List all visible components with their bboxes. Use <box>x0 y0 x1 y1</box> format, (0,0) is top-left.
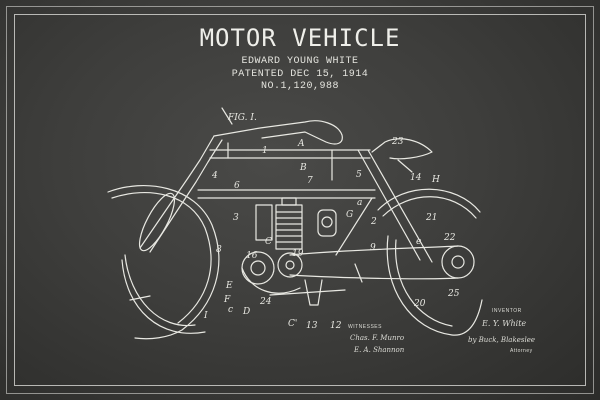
svg-text:5: 5 <box>356 170 362 180</box>
signature-block: WITNESSES Chas. F. Munro E. A. Shannon I… <box>348 308 535 354</box>
handlebar <box>213 120 343 145</box>
svg-text:A: A <box>297 139 305 149</box>
svg-text:7: 7 <box>307 176 313 186</box>
seat <box>371 138 433 160</box>
witness-signature-1: Chas. F. Munro <box>350 334 404 342</box>
inventor-label: INVENTOR <box>492 308 522 314</box>
attorney-label: Attorney <box>510 348 533 354</box>
front-wheel <box>124 254 196 327</box>
witness-signature-2: E. A. Shannon <box>353 346 405 354</box>
fig-label: FIG. I. <box>227 113 257 123</box>
svg-text:B: B <box>299 163 307 173</box>
svg-text:c: c <box>228 305 233 315</box>
rear-wheel <box>386 235 483 336</box>
outer-frame <box>6 6 594 394</box>
svg-text:22: 22 <box>443 233 456 243</box>
svg-text:23: 23 <box>391 137 404 147</box>
svg-text:8: 8 <box>216 245 222 255</box>
svg-text:C': C' <box>288 319 297 329</box>
svg-text:12: 12 <box>330 321 342 331</box>
svg-text:25: 25 <box>447 289 460 299</box>
rear-stay <box>357 149 421 261</box>
svg-text:9: 9 <box>370 243 376 253</box>
svg-text:F: F <box>223 295 231 305</box>
svg-text:4: 4 <box>211 171 218 181</box>
front-fender <box>107 185 220 340</box>
svg-text:3: 3 <box>233 213 239 223</box>
svg-text:1: 1 <box>262 146 268 156</box>
svg-text:e: e <box>416 237 421 247</box>
svg-text:E: E <box>225 281 233 291</box>
svg-text:13: 13 <box>306 321 318 331</box>
rear-fender <box>377 188 481 213</box>
patent-number: NO.1,120,988 <box>260 81 339 92</box>
svg-text:a: a <box>357 198 362 208</box>
svg-text:24: 24 <box>259 297 272 307</box>
svg-text:14: 14 <box>410 173 422 183</box>
poster-title: MOTOR VEHICLE <box>199 24 401 52</box>
front-fork <box>139 135 215 249</box>
inner-frame <box>14 14 586 386</box>
svg-text:H: H <box>431 175 440 185</box>
inventor-signature: E. Y. White <box>481 319 526 328</box>
svg-text:6: 6 <box>234 181 240 191</box>
svg-text:D: D <box>242 307 250 317</box>
witnesses-label: WITNESSES <box>348 324 382 330</box>
svg-text:19: 19 <box>292 249 304 259</box>
svg-text:2: 2 <box>370 217 377 227</box>
attorney-signature: by Buck, Blakeslee <box>468 336 535 344</box>
svg-text:16: 16 <box>246 251 258 261</box>
inventor-name: EDWARD YOUNG WHITE <box>241 56 359 67</box>
patent-date: PATENTED DEC 15, 1914 <box>231 69 369 80</box>
drive-chain <box>289 245 459 280</box>
svg-text:20: 20 <box>413 299 426 309</box>
svg-text:G: G <box>346 210 353 220</box>
svg-text:I: I <box>203 311 208 321</box>
svg-text:C: C <box>265 237 272 247</box>
svg-text:21: 21 <box>425 213 437 223</box>
